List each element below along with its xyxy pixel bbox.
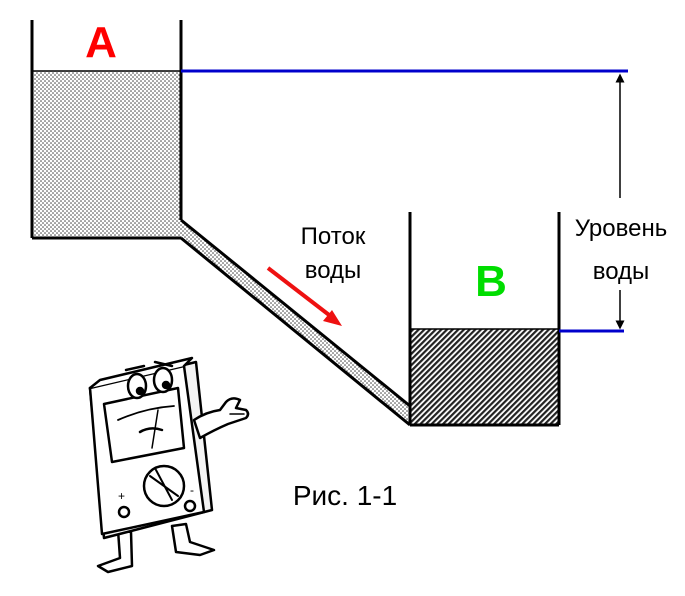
svg-text:-: - [190, 483, 194, 497]
flow-label-line2: воды [305, 257, 362, 284]
pipe [180, 218, 411, 427]
flow-arrow-head [323, 310, 342, 326]
pipe-water [181, 220, 410, 425]
flow-label-line1: Поток [301, 223, 366, 250]
tank-b [408, 212, 561, 427]
tank-a-label: A [85, 18, 117, 67]
figure-caption: Рис. 1-1 [293, 480, 397, 511]
level-label-line2: воды [593, 258, 650, 285]
multimeter-character-icon: + - [88, 356, 250, 574]
tank-a-water [32, 71, 181, 238]
tank-a [30, 20, 183, 240]
level-label-line1: Уровень [575, 215, 667, 242]
flow-arrow [266, 266, 335, 320]
svg-text:+: + [118, 489, 125, 503]
tank-b-label: B [475, 257, 507, 306]
tank-b-water [410, 329, 559, 426]
